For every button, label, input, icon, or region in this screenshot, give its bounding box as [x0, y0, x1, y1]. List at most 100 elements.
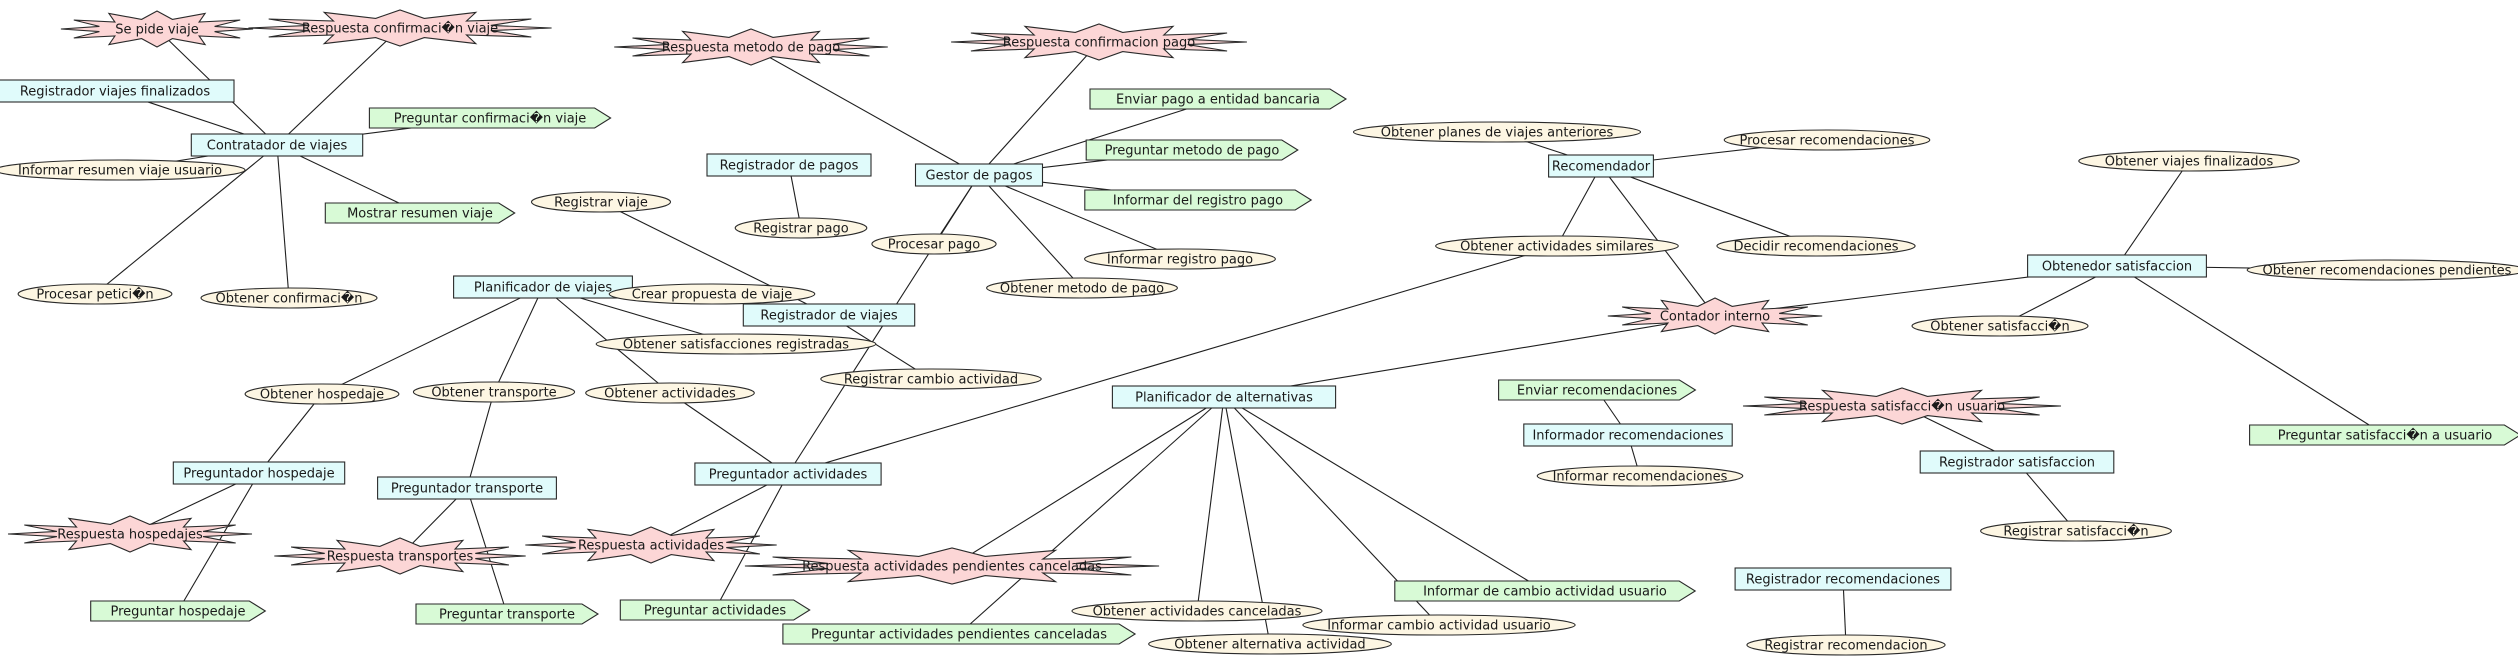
node-label: Contratador de viajes — [207, 139, 348, 154]
task-ellipse — [17, 283, 173, 305]
node-ellipse-n8: Procesar petici�n — [17, 283, 173, 305]
node-label: Registrador de pagos — [720, 159, 859, 174]
node-star-n1: Se pide viaje — [60, 10, 254, 48]
node-arrow-n16: Informar del registro pago — [1084, 189, 1313, 211]
node-label: Obtener satisfacci�n — [1930, 318, 2070, 335]
agent-box — [1548, 154, 1654, 178]
task-ellipse — [820, 368, 1042, 390]
node-label: Respuesta hospedajes — [57, 528, 203, 543]
edge-n47-n36 — [951, 396, 1225, 567]
edge-n29-n32 — [669, 392, 789, 475]
node-label: Registrador viajes finalizados — [20, 85, 211, 100]
task-ellipse — [1148, 633, 1392, 655]
output-arrow — [619, 599, 811, 621]
agent-box — [1523, 423, 1733, 447]
node-label: Enviar recomendaciones — [1517, 384, 1677, 399]
event-star — [7, 515, 253, 553]
task-ellipse — [0, 159, 246, 181]
node-label: Respuesta actividades — [578, 539, 724, 554]
edge-n27-n30 — [258, 393, 323, 474]
edge-n52-n57 — [2116, 265, 2386, 436]
node-label: Preguntar hospedaje — [111, 605, 246, 620]
node-label: Crear propuesta de viaje — [632, 288, 793, 303]
node-box-n47: Planificador de alternativas — [1111, 385, 1337, 409]
agent-box — [190, 133, 364, 157]
node-label: Obtener transporte — [431, 386, 556, 401]
edge-n12-n14 — [978, 98, 1219, 176]
node-star-n46: Contador interno — [1607, 297, 1823, 335]
node-ellipse-n58: Registrar satisfacci�n — [1980, 520, 2172, 542]
node-box-n49: Informador recomendaciones — [1523, 423, 1733, 447]
node-label: Respuesta confirmaci�n viaje — [302, 20, 498, 37]
edge-n47-n61 — [1223, 396, 1546, 592]
node-label: Informar resumen viaje usuario — [18, 164, 222, 179]
edge-n42-n45 — [1600, 165, 1817, 247]
node-ellipse-n50: Informar recomendaciones — [1536, 465, 1744, 487]
agent-box — [2027, 254, 2207, 278]
node-label: Informar registro pago — [1107, 253, 1253, 268]
node-star-n33: Respuesta hospedajes — [7, 515, 253, 553]
node-label: Respuesta actividades pendientes cancela… — [802, 560, 1102, 575]
node-label: Preguntar metodo de pago — [1105, 144, 1280, 159]
node-label: Procesar recomendaciones — [1740, 134, 1915, 149]
agent-box — [1734, 567, 1952, 591]
agent-box — [1919, 450, 2115, 474]
event-star — [614, 28, 888, 66]
node-label: Registrador de viajes — [760, 309, 897, 324]
task-ellipse — [1084, 248, 1276, 270]
node-label: Preguntar actividades pendientes cancela… — [811, 628, 1107, 643]
node-ellipse-n19: Informar registro pago — [1084, 248, 1276, 270]
node-ellipse-n64: Obtener alternativa actividad — [1148, 633, 1392, 655]
edge-n8-n4 — [94, 144, 278, 295]
node-arrow-n15: Preguntar metodo de pago — [1085, 139, 1299, 161]
node-label: Procesar pago — [888, 238, 980, 253]
node-label: Decidir recomendaciones — [1733, 240, 1898, 255]
node-ellipse-n9: Obtener confirmaci�n — [200, 287, 378, 309]
node-ellipse-n63: Informar cambio actividad usuario — [1302, 614, 1576, 636]
node-label: Preguntador hospedaje — [183, 467, 334, 482]
node-arrow-n37: Preguntar hospedaje — [90, 600, 267, 622]
edge-n22-n27 — [321, 286, 544, 395]
output-arrow — [324, 202, 516, 224]
node-label: Obtener alternativa actividad — [1174, 638, 1365, 653]
node-star-n10: Respuesta metodo de pago — [614, 28, 888, 66]
output-arrow — [1394, 580, 1697, 602]
task-ellipse — [1746, 634, 1946, 656]
node-ellipse-n28: Obtener transporte — [412, 381, 576, 403]
output-arrow — [782, 623, 1137, 645]
task-ellipse — [1302, 614, 1576, 636]
node-ellipse-n51: Obtener viajes finalizados — [2078, 150, 2300, 172]
node-label: Procesar petici�n — [36, 286, 153, 303]
output-arrow — [1085, 139, 1299, 161]
output-arrow — [415, 603, 600, 625]
output-arrow — [1498, 379, 1697, 401]
node-box-n30: Preguntador hospedaje — [172, 461, 346, 485]
edge-n20-n14 — [978, 174, 1083, 289]
node-ellipse-n27: Obtener hospedaje — [244, 383, 400, 405]
task-ellipse — [608, 283, 816, 305]
edge-n47-n40 — [958, 396, 1225, 635]
node-ellipse-n60: Registrar recomendacion — [1746, 634, 1946, 656]
task-ellipse — [1980, 520, 2172, 542]
node-ellipse-n25: Obtener satisfacciones registradas — [595, 333, 877, 355]
agent-box — [694, 462, 882, 486]
edge-n11-n14 — [978, 41, 1100, 176]
task-ellipse — [1723, 129, 1931, 151]
node-arrow-n7: Mostrar resumen viaje — [324, 202, 516, 224]
task-ellipse — [1435, 235, 1679, 257]
edge-n9-n4 — [276, 144, 290, 299]
task-ellipse — [244, 383, 400, 405]
output-arrow — [1084, 189, 1313, 211]
node-label: Respuesta satisfacci�n usuario — [1799, 398, 2005, 415]
node-ellipse-n45: Decidir recomendaciones — [1716, 235, 1916, 257]
node-box-n13: Registrador de pagos — [706, 153, 872, 177]
node-ellipse-n53: Obtener recomendaciones pendientes — [2246, 259, 2518, 281]
output-arrow — [2249, 424, 2518, 446]
node-star-n2: Respuesta confirmaci�n viaje — [248, 9, 552, 47]
node-label: Preguntador transporte — [391, 482, 543, 497]
event-star — [1607, 297, 1823, 335]
node-label: Preguntador actividades — [709, 468, 868, 483]
node-box-n32: Preguntador actividades — [694, 462, 882, 486]
agent-box — [742, 303, 916, 327]
